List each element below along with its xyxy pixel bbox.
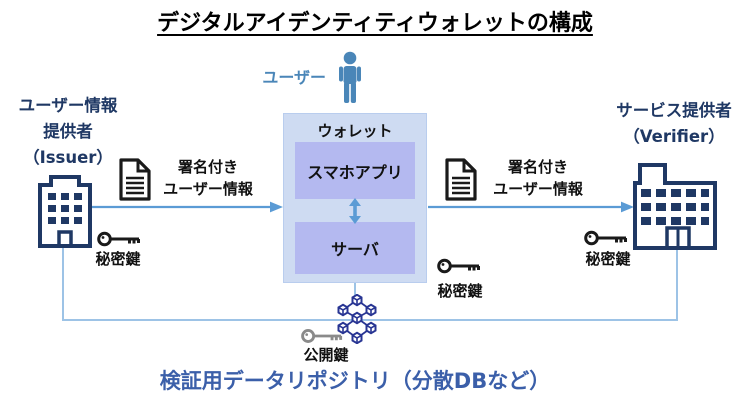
verifier-private-key-icon: [584, 230, 627, 246]
wallet-server-box: サーバ: [295, 222, 415, 274]
left-flow-label-line: ユーザー情報: [163, 180, 253, 198]
user-label: ユーザー: [262, 68, 326, 87]
network-icon: [337, 294, 377, 344]
issuer-heading-line: 提供者: [43, 122, 93, 141]
right-flow-label-line: ユーザー情報: [493, 180, 583, 198]
issuer-heading: ユーザー情報 提供者 （Issuer）: [0, 93, 136, 171]
issuer-building-icon: [38, 175, 92, 248]
wallet-app-box: スマホアプリ: [295, 142, 415, 199]
verifier-building-icon: [633, 163, 717, 250]
right-flow-label-line: 署名付き: [507, 158, 568, 176]
repository-bus-line: [62, 319, 678, 321]
issuer-heading-line: （Issuer）: [23, 148, 113, 167]
wallet-repository-connector: [354, 283, 356, 303]
repository-caption: 検証用データリポジトリ（分散DBなど）: [159, 369, 551, 393]
arrow-right-icon: [92, 201, 283, 213]
arrow-right-icon: [428, 201, 634, 213]
double-arrow-icon: [349, 198, 361, 224]
issuer-private-key-label: 秘密鍵: [95, 250, 141, 268]
page-title: デジタルアイデンティティウォレットの構成: [157, 11, 593, 36]
person-icon: [339, 51, 361, 103]
verifier-heading-line: サービス提供者: [616, 101, 732, 120]
verifier-repository-connector: [676, 250, 678, 321]
public-key-label: 公開鍵: [303, 346, 349, 364]
left-flow-label: 署名付き ユーザー情報: [148, 156, 268, 200]
verifier-heading: サービス提供者 （Verifier）: [600, 98, 748, 150]
verifier-private-key-label: 秘密鍵: [585, 250, 631, 268]
verifier-heading-line: （Verifier）: [623, 127, 725, 146]
issuer-repository-connector: [62, 247, 64, 321]
public-key-icon: [301, 329, 343, 343]
wallet-box: ウォレット スマホアプリ サーバ: [283, 113, 427, 283]
document-icon: [445, 158, 477, 201]
wallet-private-key-icon: [437, 258, 480, 274]
issuer-private-key-icon: [97, 231, 140, 247]
left-flow-label-line: 署名付き: [177, 158, 238, 176]
document-icon: [119, 158, 151, 201]
wallet-title: ウォレット: [317, 122, 393, 140]
wallet-private-key-label: 秘密鍵: [437, 282, 483, 300]
right-flow-label: 署名付き ユーザー情報: [478, 156, 598, 200]
issuer-heading-line: ユーザー情報: [18, 96, 118, 115]
